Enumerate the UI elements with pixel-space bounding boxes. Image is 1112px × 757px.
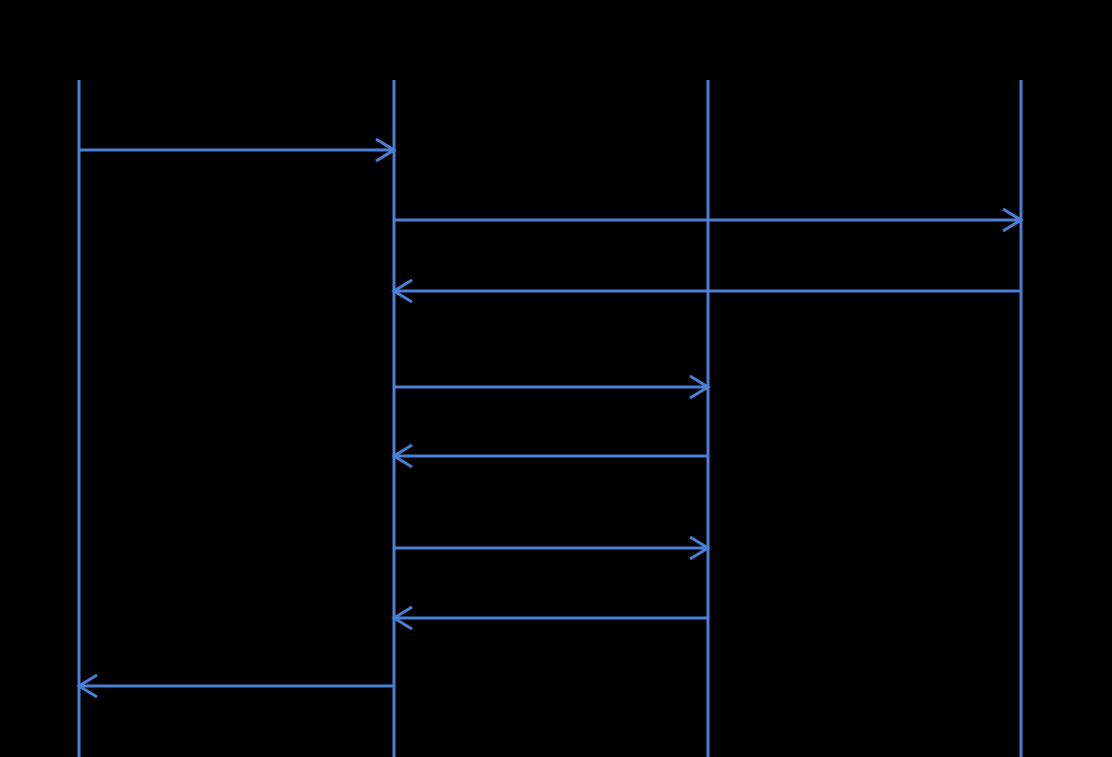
message-m4: [394, 374, 711, 400]
messages-group: [76, 137, 1024, 699]
message-m5: [391, 443, 708, 469]
message-m6: [394, 535, 711, 561]
message-m3: [391, 278, 1021, 304]
message-arrowhead: [76, 673, 98, 699]
message-m7: [391, 605, 708, 631]
message-m2: [394, 207, 1024, 233]
message-arrowhead: [1002, 207, 1024, 233]
message-arrowhead: [689, 374, 711, 400]
message-arrowhead: [391, 443, 413, 469]
lifelines-group: [77, 80, 1023, 757]
message-arrowhead: [391, 278, 413, 304]
message-arrowhead: [391, 605, 413, 631]
message-arrowhead: [689, 535, 711, 561]
message-m1: [79, 137, 397, 163]
message-m8: [76, 673, 394, 699]
message-arrowhead: [375, 137, 397, 163]
